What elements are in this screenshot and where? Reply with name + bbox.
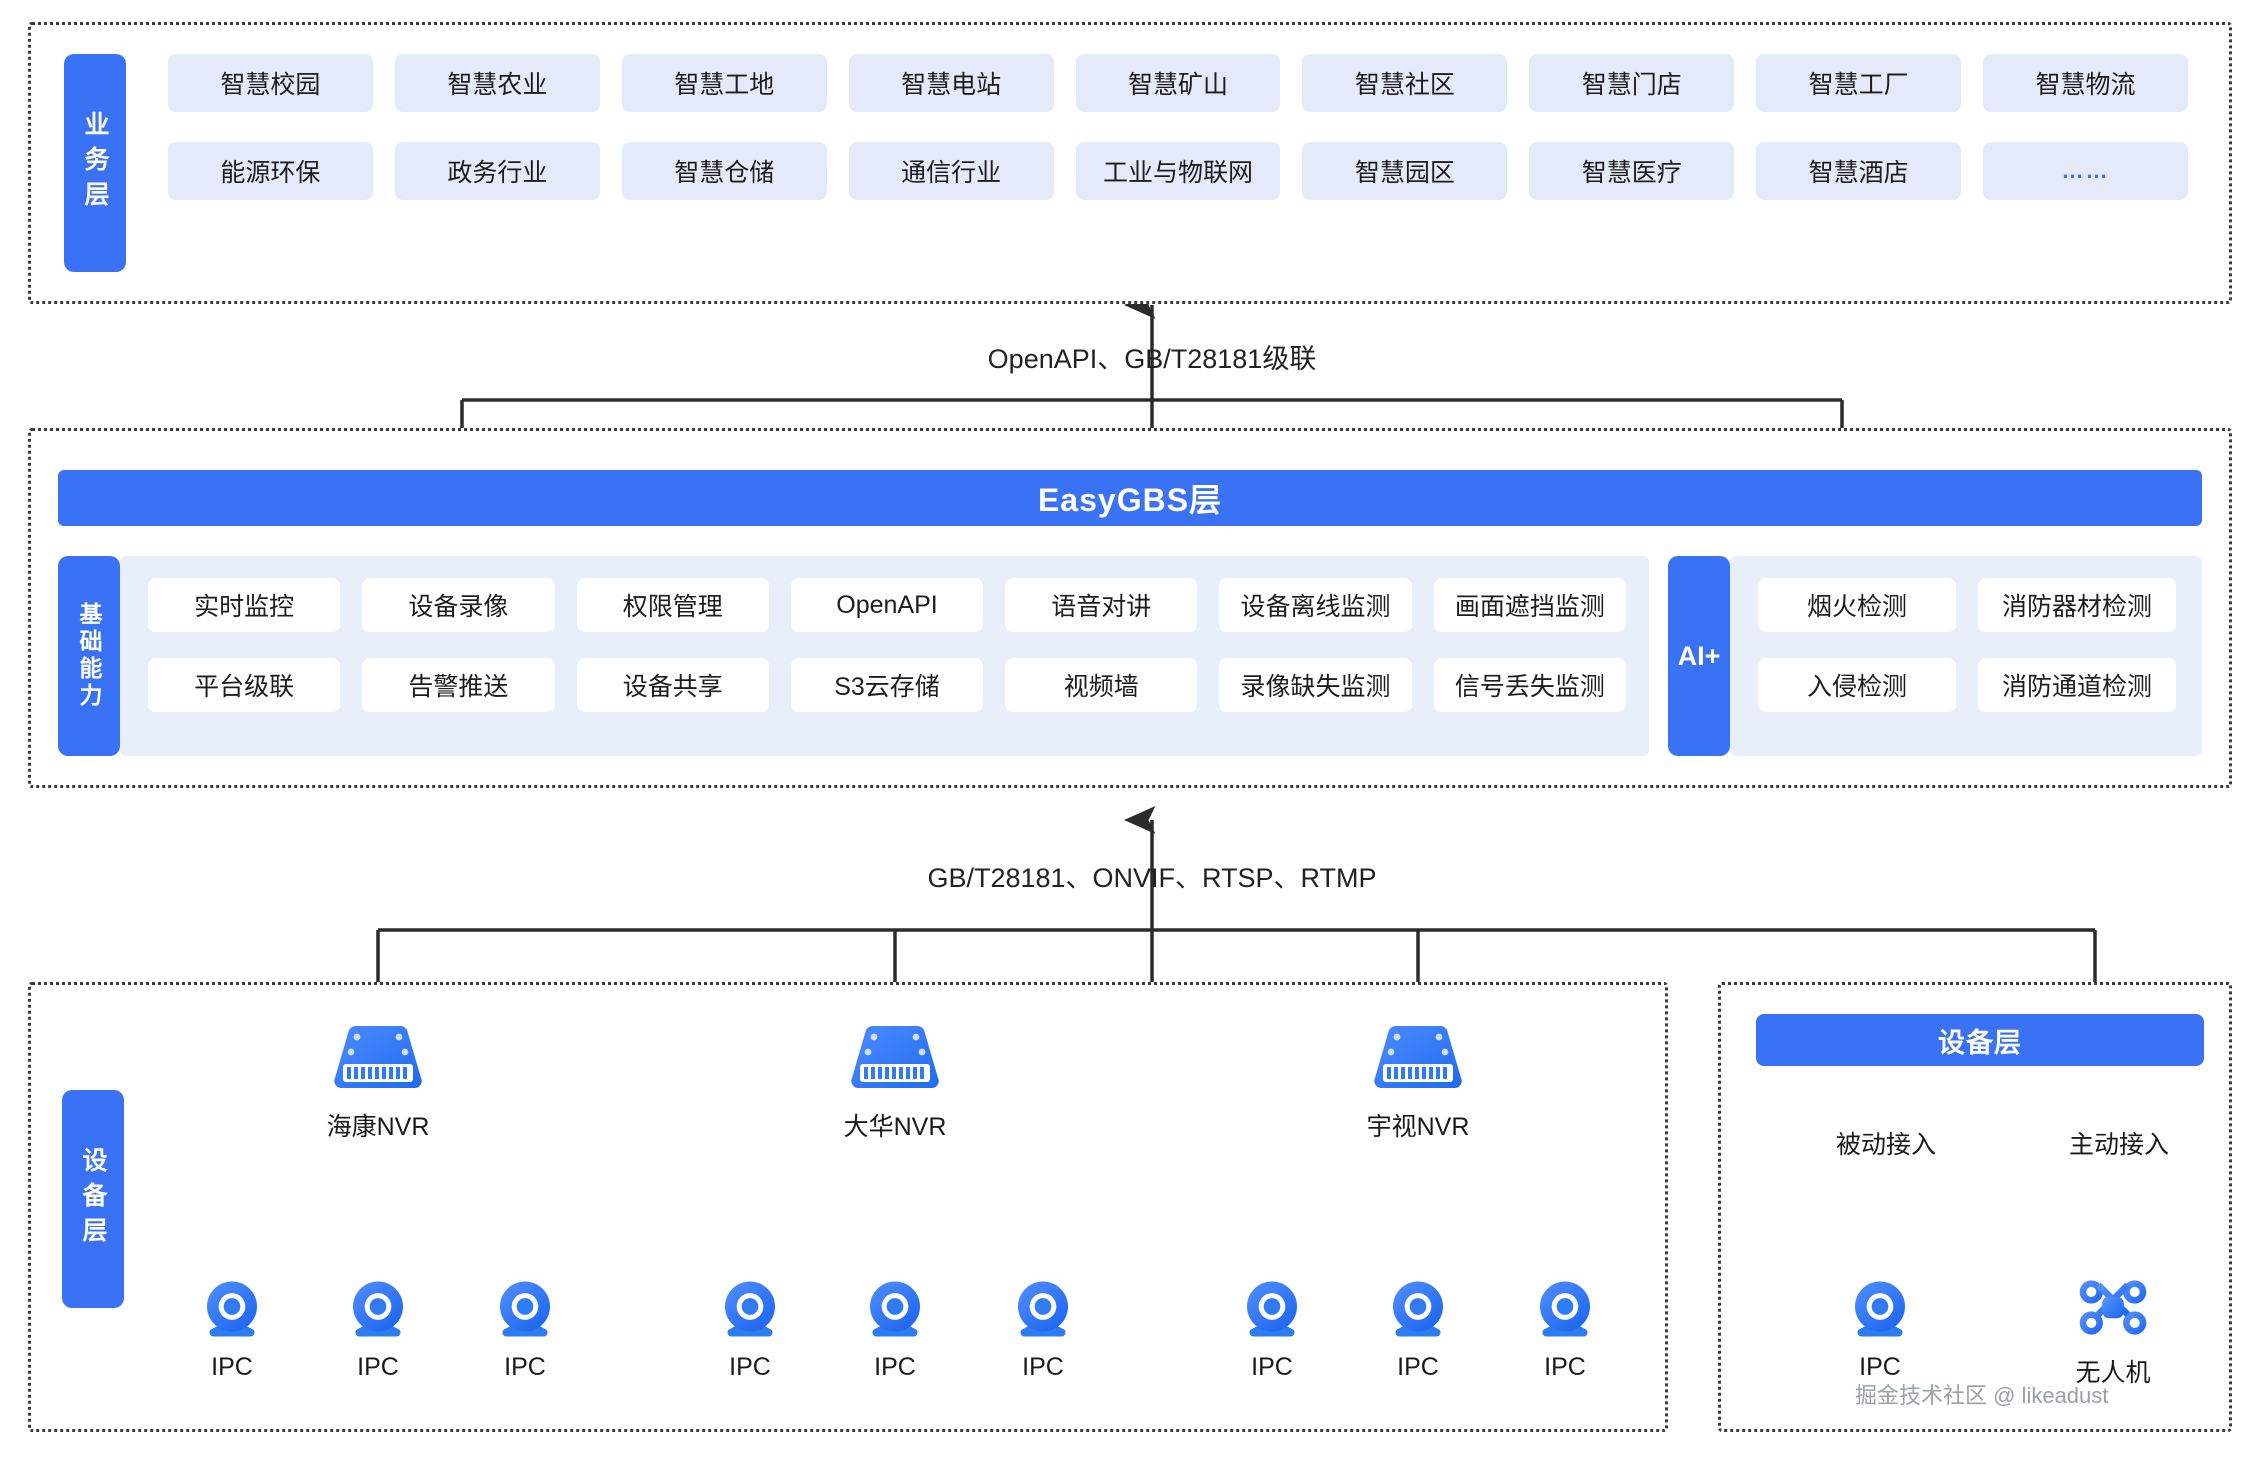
camera-icon: [192, 1278, 272, 1345]
ipc-node[interactable]: IPC: [1378, 1278, 1458, 1382]
access-mode-active-label: 主动接入: [2038, 1125, 2200, 1161]
capability-chip[interactable]: 实时监控: [148, 578, 341, 632]
business-chip[interactable]: 智慧园区: [1302, 142, 1508, 200]
ai-capability-chip[interactable]: 消防器材检测: [1978, 578, 2176, 632]
camera-icon: [710, 1278, 790, 1345]
business-chip[interactable]: 智慧仓储: [621, 142, 827, 200]
camera-icon: [1378, 1278, 1458, 1345]
connector-mid-label: GB/T28181、ONVIF、RTSP、RTMP: [927, 863, 1377, 893]
ipc-label: IPC: [1022, 1353, 1064, 1381]
ai-capability-chip[interactable]: 入侵检测: [1758, 658, 1956, 712]
basic-capability-tab: 基础能力: [58, 556, 120, 756]
ipc-label: IPC: [357, 1353, 399, 1381]
camera-icon: [485, 1278, 565, 1345]
camera-icon: [1003, 1278, 1083, 1345]
capability-chip[interactable]: OpenAPI: [790, 578, 984, 632]
nvr-icon: [1370, 1020, 1466, 1099]
ai-capability-chip[interactable]: 烟火检测: [1758, 578, 1956, 632]
basic-capability-grid: 实时监控 设备录像 权限管理 OpenAPI 语音对讲 设备离线监测 画面遮挡监…: [148, 578, 1626, 734]
capability-chip[interactable]: 画面遮挡监测: [1433, 578, 1626, 632]
capability-chip[interactable]: 信号丢失监测: [1433, 658, 1626, 712]
easygbs-layer-bar[interactable]: EasyGBS层: [58, 470, 2202, 526]
ai-plus-tab-label: AI+: [1677, 640, 1721, 671]
nvr-node[interactable]: 大华NVR: [815, 1020, 975, 1143]
business-chip[interactable]: 智慧社区: [1302, 54, 1508, 112]
nvr-label: 海康NVR: [326, 1113, 430, 1141]
easygbs-layer-label: EasyGBS层: [1037, 482, 1223, 518]
camera-icon: [1525, 1278, 1605, 1345]
device-layer-right-bar[interactable]: 设备层: [1756, 1014, 2204, 1066]
ipc-label: IPC: [729, 1353, 771, 1381]
business-chip[interactable]: 智慧工厂: [1756, 54, 1962, 112]
nvr-icon: [847, 1020, 943, 1099]
ipc-label: IPC: [874, 1353, 916, 1381]
nvr-node[interactable]: 海康NVR: [298, 1020, 458, 1143]
nvr-icon: [330, 1020, 426, 1099]
capability-chip[interactable]: 权限管理: [576, 578, 769, 632]
capability-chip[interactable]: 平台级联: [148, 658, 341, 712]
business-chip-ellipsis: ……: [1983, 142, 2188, 200]
business-chip[interactable]: 智慧门店: [1529, 54, 1735, 112]
camera-icon: [1232, 1278, 1312, 1345]
ai-capability-grid: 烟火检测 消防器材检测 入侵检测 消防通道检测: [1758, 578, 2176, 734]
ipc-node[interactable]: IPC: [855, 1278, 935, 1382]
capability-chip[interactable]: 设备离线监测: [1219, 578, 1412, 632]
camera-icon: [855, 1278, 935, 1345]
ipc-node[interactable]: IPC: [710, 1278, 790, 1382]
capability-chip[interactable]: 设备共享: [576, 658, 769, 712]
business-chip[interactable]: 能源环保: [168, 142, 373, 200]
ipc-label: IPC: [1397, 1353, 1439, 1381]
business-chip[interactable]: 智慧校园: [168, 54, 373, 112]
business-chip[interactable]: 智慧工地: [621, 54, 827, 112]
capability-chip[interactable]: 视频墙: [1005, 658, 1198, 712]
business-chip[interactable]: 智慧医疗: [1529, 142, 1735, 200]
watermark: 掘金技术社区 @ likeadust: [1855, 1383, 2109, 1408]
business-chip[interactable]: 智慧电站: [848, 54, 1054, 112]
connector-top-label: OpenAPI、GB/T28181级联: [987, 344, 1317, 374]
ipc-node[interactable]: IPC: [1840, 1278, 1920, 1382]
business-chip[interactable]: 智慧矿山: [1075, 54, 1281, 112]
business-chip[interactable]: 智慧农业: [394, 54, 600, 112]
nvr-node[interactable]: 宇视NVR: [1338, 1020, 1498, 1143]
drone-label: 无人机: [2075, 1359, 2151, 1387]
ipc-node[interactable]: IPC: [338, 1278, 418, 1382]
business-chip[interactable]: 工业与物联网: [1075, 142, 1281, 200]
basic-capability-tab-label: 基础能力: [76, 602, 102, 710]
ipc-node[interactable]: IPC: [1525, 1278, 1605, 1382]
business-chip[interactable]: 智慧物流: [1983, 54, 2188, 112]
drone-icon: [2075, 1278, 2151, 1345]
access-mode-passive-label: 被动接入: [1805, 1125, 1967, 1161]
ipc-node[interactable]: IPC: [1232, 1278, 1312, 1382]
ipc-node[interactable]: IPC: [192, 1278, 272, 1382]
ipc-label: IPC: [1251, 1353, 1293, 1381]
business-chip[interactable]: 政务行业: [394, 142, 600, 200]
camera-icon: [1840, 1278, 1920, 1345]
ai-plus-tab: AI+: [1668, 556, 1730, 756]
business-layer-tab-label: 业务层: [81, 110, 109, 216]
business-chip[interactable]: 通信行业: [848, 142, 1054, 200]
business-layer-tab: 业务层: [64, 54, 126, 272]
ipc-label: IPC: [1544, 1353, 1586, 1381]
nvr-label: 宇视NVR: [1366, 1113, 1470, 1141]
ipc-label: IPC: [211, 1353, 253, 1381]
capability-chip[interactable]: S3云存储: [790, 658, 984, 712]
ipc-label: IPC: [1859, 1353, 1901, 1381]
drone-node[interactable]: 无人机: [2073, 1278, 2153, 1389]
capability-chip[interactable]: 录像缺失监测: [1219, 658, 1412, 712]
device-layer-left-tab-label: 设备层: [79, 1146, 107, 1252]
camera-icon: [338, 1278, 418, 1345]
business-chip-grid: 智慧校园 智慧农业 智慧工地 智慧电站 智慧矿山 智慧社区 智慧门店 智慧工厂 …: [168, 54, 2188, 272]
ai-capability-chip[interactable]: 消防通道检测: [1978, 658, 2176, 712]
device-layer-right-label: 设备层: [1938, 1027, 2022, 1058]
nvr-label: 大华NVR: [843, 1113, 947, 1141]
device-layer-left-tab: 设备层: [62, 1090, 124, 1308]
ipc-label: IPC: [504, 1353, 546, 1381]
ipc-node[interactable]: IPC: [485, 1278, 565, 1382]
ipc-node[interactable]: IPC: [1003, 1278, 1083, 1382]
capability-chip[interactable]: 设备录像: [362, 578, 555, 632]
business-chip[interactable]: 智慧酒店: [1756, 142, 1962, 200]
capability-chip[interactable]: 告警推送: [362, 658, 555, 712]
capability-chip[interactable]: 语音对讲: [1005, 578, 1198, 632]
